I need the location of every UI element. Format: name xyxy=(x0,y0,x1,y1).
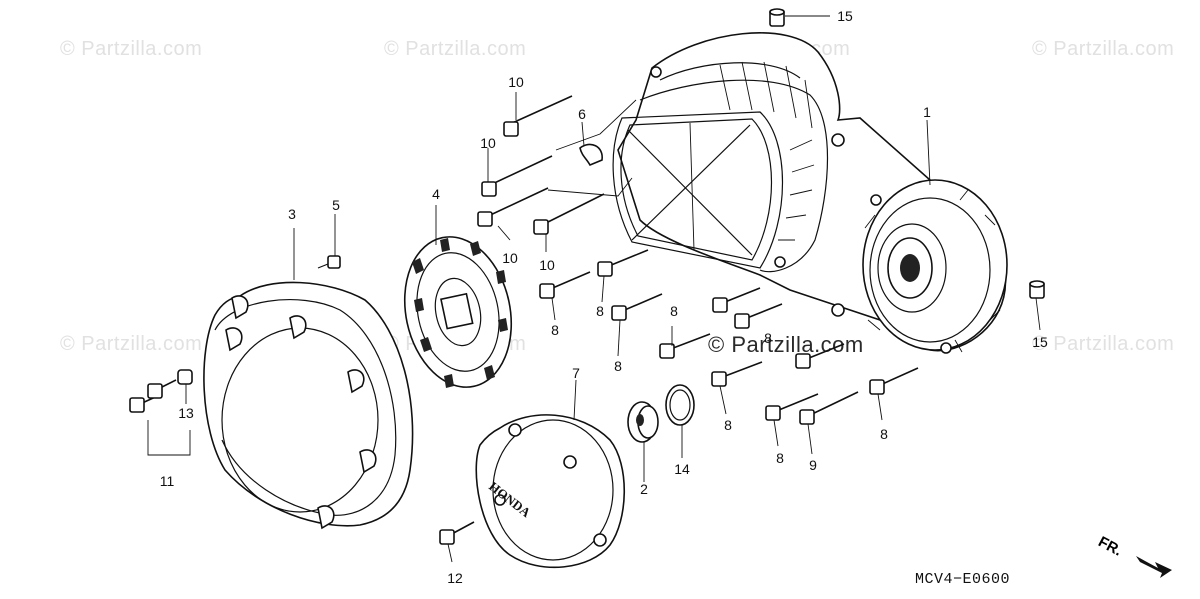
o-ring-part-14[interactable] xyxy=(665,384,695,426)
bolts[interactable] xyxy=(129,95,919,545)
watermark: © Partzilla.com xyxy=(1032,38,1175,60)
callout-1: 1 xyxy=(923,104,931,120)
plug-part-2[interactable] xyxy=(627,401,659,443)
callout-8: 8 xyxy=(551,322,559,338)
callout-8: 8 xyxy=(776,450,784,466)
watermark: © Partzilla.com xyxy=(384,38,527,60)
callout-5: 5 xyxy=(332,197,340,213)
callout-7: 7 xyxy=(572,365,580,381)
callout-8: 8 xyxy=(596,303,604,319)
watermark: © Partzilla.com xyxy=(60,333,203,355)
callout-10: 10 xyxy=(502,250,518,266)
watermark: © Partzilla.com xyxy=(1032,333,1175,355)
callout-8: 8 xyxy=(880,426,888,442)
callout-13: 13 xyxy=(178,405,194,421)
callout-10: 10 xyxy=(508,74,524,90)
bolt-part-5[interactable] xyxy=(317,255,341,269)
gasket-part-4[interactable] xyxy=(391,227,524,397)
watermark: © Partzilla.com xyxy=(60,38,203,60)
front-direction-arrow-icon xyxy=(1136,556,1172,578)
generator-cover-part-3[interactable] xyxy=(203,281,414,530)
clip-part-6[interactable] xyxy=(579,143,603,167)
clutch-cover-part-7[interactable]: HONDA xyxy=(475,414,625,569)
callout-14: 14 xyxy=(674,461,690,477)
callout-3: 3 xyxy=(288,206,296,222)
callout-8: 8 xyxy=(724,417,732,433)
diagram-code: MCV4−E0600 xyxy=(915,571,1011,588)
callout-8: 8 xyxy=(670,303,678,319)
leader-lines xyxy=(147,15,1041,563)
callout-15: 15 xyxy=(837,8,853,24)
dowel-pin-part-15[interactable] xyxy=(769,8,1045,299)
callout-10: 10 xyxy=(539,257,555,273)
callout-9: 9 xyxy=(809,457,817,473)
callout-8: 8 xyxy=(764,330,772,346)
crankcase-cover-part-1[interactable] xyxy=(612,32,1008,354)
callout-2: 2 xyxy=(640,481,648,497)
callout-8: 8 xyxy=(614,358,622,374)
callout-15: 15 xyxy=(1032,334,1048,350)
callout-6: 6 xyxy=(578,106,586,122)
callout-11: 11 xyxy=(159,473,175,489)
callout-12: 12 xyxy=(447,570,463,586)
callout-4: 4 xyxy=(432,186,440,202)
watermark: © Partzilla.com xyxy=(708,332,864,357)
callout-10: 10 xyxy=(480,135,496,151)
